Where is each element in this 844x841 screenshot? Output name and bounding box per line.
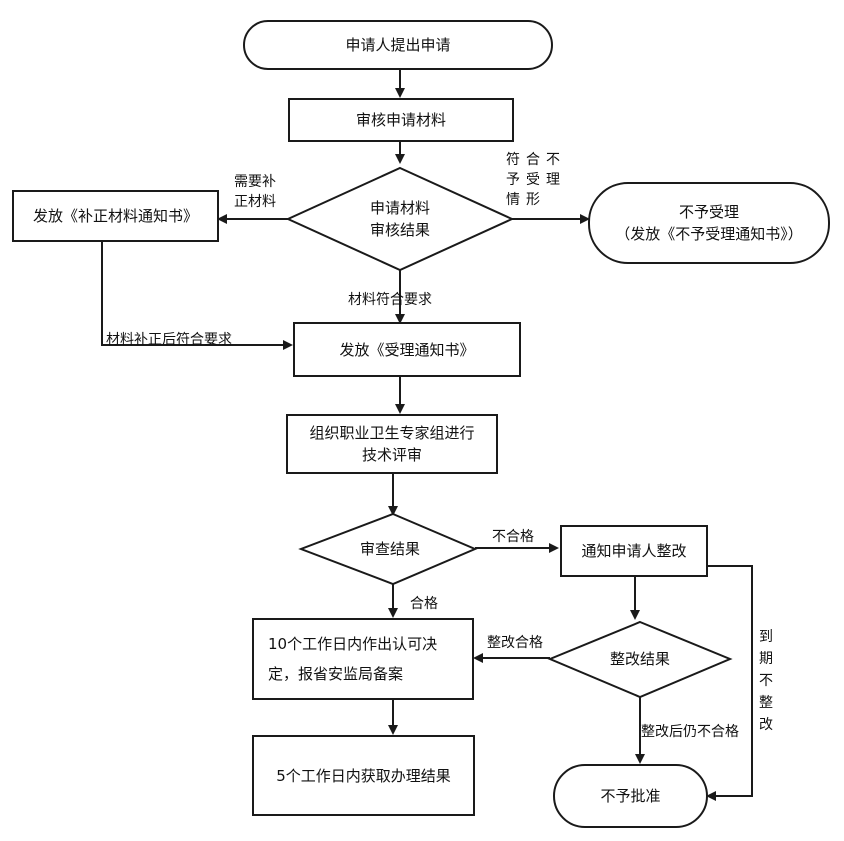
- decision-rectify-result-label: 整改结果: [609, 650, 670, 668]
- node-decision-line2: 定，报省安监局备案: [268, 665, 404, 683]
- arrow-overdue-to-not-approved: [706, 565, 753, 801]
- node-review-materials: 审核申请材料: [288, 98, 514, 142]
- node-start-label: 申请人提出申请: [345, 36, 451, 54]
- decision-check-result: [298, 512, 478, 586]
- label-qualified: 合格: [410, 596, 438, 612]
- node-decision: 10个工作日内作出认可决 定，报省安监局备案: [252, 618, 474, 700]
- node-expert-review-line1: 组织职业卫生专家组进行: [309, 424, 475, 442]
- node-issue-acceptance-label: 发放《受理通知书》: [339, 340, 475, 359]
- node-expert-review: 组织职业卫生专家组进行 技术评审: [286, 414, 498, 474]
- decision-review-result-line2: 审核结果: [369, 221, 430, 239]
- label-unqualified: 不合格: [492, 529, 534, 545]
- node-review-materials-label: 审核申请材料: [355, 111, 446, 129]
- node-start: 申请人提出申请: [243, 20, 553, 70]
- label-still-unqualified: 整改后仍不合格: [641, 724, 739, 740]
- label-need-supplement-1: 需要补: [234, 174, 276, 190]
- label-rectified-ok: 整改合格: [487, 635, 543, 651]
- decision-rectify-result-text: 整改结果: [590, 648, 690, 670]
- node-issue-supplement: 发放《补正材料通知书》: [12, 190, 219, 242]
- node-issue-supplement-label: 发放《补正材料通知书》: [32, 207, 198, 225]
- label-overdue: 到期不整改: [759, 629, 773, 733]
- node-get-result: 5个工作日内获取办理结果: [252, 735, 475, 816]
- node-notify-rectify-label: 通知申请人整改: [581, 542, 687, 560]
- label-not-accept: 符合不予受理情形: [506, 152, 566, 208]
- decision-review-result: [285, 166, 515, 272]
- decision-rectify-result: [547, 620, 733, 699]
- node-expert-review-line2: 技术评审: [361, 446, 422, 464]
- label-need-supplement-2: 正材料: [234, 194, 276, 210]
- node-get-result-label: 5个工作日内获取办理结果: [276, 766, 451, 785]
- decision-check-result-text: 审查结果: [330, 538, 450, 560]
- decision-check-result-label: 审查结果: [359, 540, 420, 558]
- label-after-supplement-ok: 材料补正后符合要求: [106, 332, 232, 348]
- node-not-approved: 不予批准: [553, 764, 708, 828]
- arrow-supplement-to-acceptance: [101, 242, 293, 350]
- decision-review-result-line1: 申请材料: [369, 199, 430, 217]
- node-notify-rectify: 通知申请人整改: [560, 525, 708, 577]
- label-materials-ok: 材料符合要求: [348, 292, 432, 308]
- node-decision-line1: 10个工作日内作出认可决: [268, 635, 438, 653]
- node-reject-label: 不予受理: [678, 203, 739, 221]
- decision-review-result-text: 申请材料 审核结果: [330, 194, 470, 244]
- node-reject: 不予受理 （发放《不予受理通知书》）: [588, 182, 830, 264]
- node-reject-sub-label: （发放《不予受理通知书》）: [615, 225, 803, 243]
- node-not-approved-label: 不予批准: [600, 787, 661, 805]
- node-issue-acceptance: 发放《受理通知书》: [293, 322, 521, 377]
